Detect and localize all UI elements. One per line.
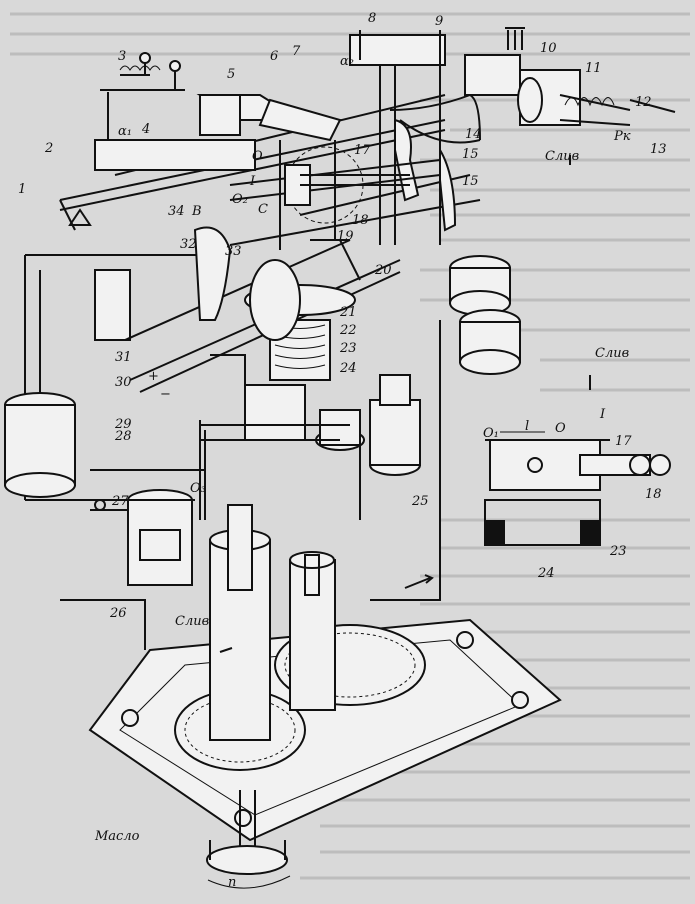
top-right-valve-assembly xyxy=(349,27,676,245)
central-gear xyxy=(199,354,365,520)
label-plus: + xyxy=(148,369,159,384)
label-23: 23 xyxy=(339,341,357,356)
label-21: 21 xyxy=(339,305,357,320)
curved-levers xyxy=(229,94,481,232)
label-20: 20 xyxy=(374,263,392,278)
inset-label-18: 18 xyxy=(645,487,662,502)
label-17: 17 xyxy=(354,143,371,158)
label-I-main: I xyxy=(249,174,256,189)
label-1: 1 xyxy=(18,182,26,197)
middle-linkages xyxy=(193,226,361,441)
label-29: 29 xyxy=(114,417,132,432)
callout-labels: 3 5 6 7 8 α₂ 9 10 11 12 13 Pк Слив 14 15… xyxy=(18,11,667,890)
label-n: n xyxy=(228,875,236,890)
inset-label-23: 23 xyxy=(609,544,627,559)
label-15b: 15 xyxy=(462,174,479,189)
label-14: 14 xyxy=(465,127,482,142)
label-22: 22 xyxy=(339,323,357,338)
label-sliv-top: Слив xyxy=(545,149,579,164)
label-28: 28 xyxy=(114,429,132,444)
label-18: 18 xyxy=(352,213,369,228)
label-34: 34 xyxy=(168,204,185,219)
label-sliv-right: Слив xyxy=(595,346,629,361)
right-cylinders xyxy=(369,255,521,601)
inset-label-l: l xyxy=(525,419,529,434)
label-10: 10 xyxy=(540,41,557,56)
inset-label-I: I xyxy=(599,407,606,422)
label-Pk: Pк xyxy=(613,129,631,144)
label-8: 8 xyxy=(368,11,376,26)
center-circle-detail xyxy=(284,146,410,224)
flow-arrows xyxy=(219,155,591,653)
label-32: 32 xyxy=(180,237,197,252)
label-3: 3 xyxy=(118,49,126,64)
inset-label-24: 24 xyxy=(537,566,555,581)
label-2: 2 xyxy=(44,141,53,156)
label-C: C xyxy=(258,202,268,217)
label-19: 19 xyxy=(337,229,354,244)
label-33: 33 xyxy=(225,244,242,259)
label-O: O xyxy=(252,149,263,164)
label-sliv-left: Слив xyxy=(175,614,209,629)
top-left-lever xyxy=(59,52,256,231)
label-13: 13 xyxy=(650,142,667,157)
label-25: 25 xyxy=(411,494,429,509)
inset-label-17: 17 xyxy=(615,434,632,449)
label-5: 5 xyxy=(227,67,235,82)
inset-label-O: O xyxy=(555,421,566,436)
inset-detail xyxy=(484,431,671,546)
label-minus: − xyxy=(160,387,171,402)
label-24: 24 xyxy=(339,361,357,376)
lower-cylinders xyxy=(209,504,336,741)
label-7: 7 xyxy=(292,44,301,59)
label-26: 26 xyxy=(109,606,127,621)
label-12: 12 xyxy=(635,95,652,110)
label-27: 27 xyxy=(111,494,129,509)
label-31: 31 xyxy=(115,350,132,365)
label-30: 30 xyxy=(115,375,132,390)
central-blocks xyxy=(196,94,342,250)
label-6: 6 xyxy=(270,49,278,64)
label-alpha2: α₂ xyxy=(340,54,354,69)
label-alpha1: α₁ xyxy=(118,124,132,139)
label-B: B xyxy=(191,204,202,219)
inset-label-O1: O₁ xyxy=(483,426,499,441)
label-O3: O₃ xyxy=(190,481,206,496)
label-maslo: Масло xyxy=(94,829,140,844)
label-4: 4 xyxy=(141,122,150,137)
label-11: 11 xyxy=(585,61,602,76)
label-O2: O₂ xyxy=(232,192,248,207)
label-15a: 15 xyxy=(462,147,479,162)
label-9: 9 xyxy=(435,14,443,29)
left-column-assembly xyxy=(4,254,206,586)
